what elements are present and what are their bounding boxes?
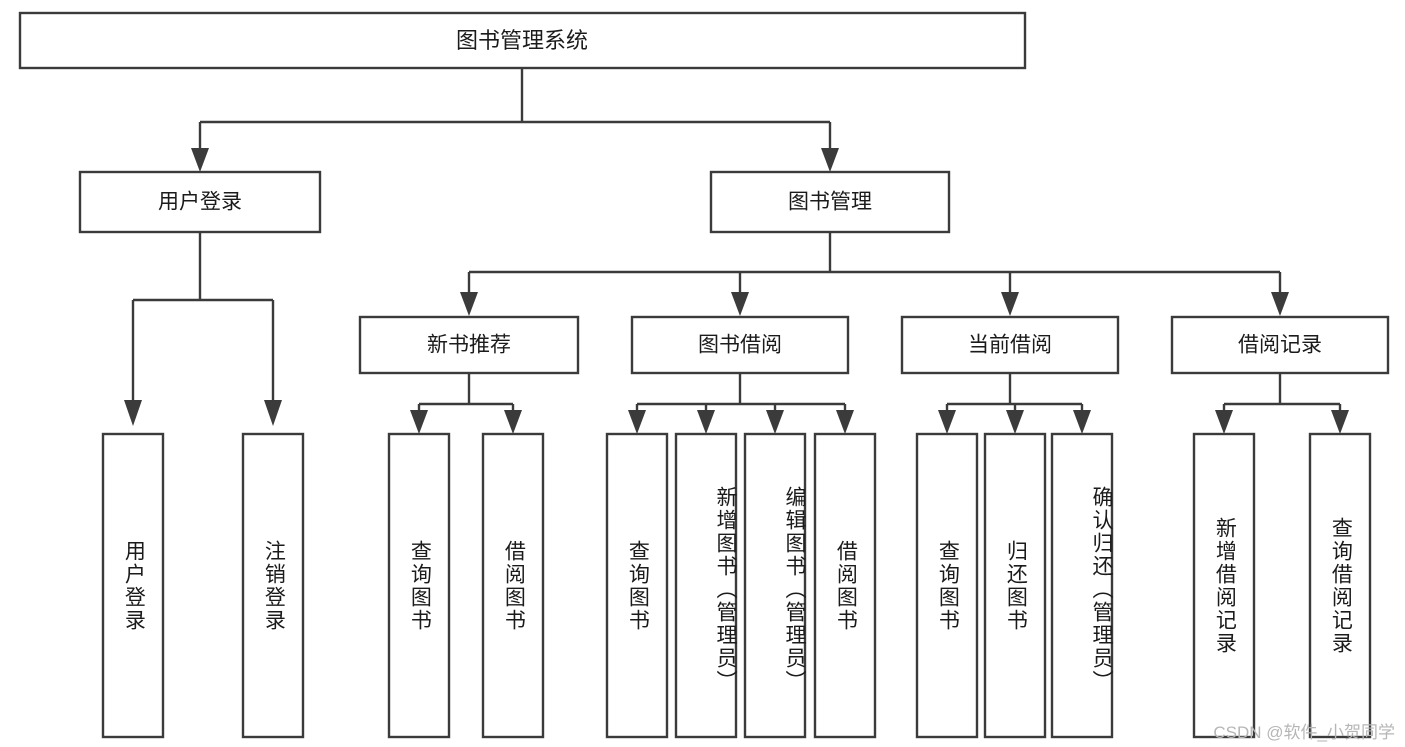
arrowhead-book-borrow [731, 292, 749, 316]
node-leaf-bb-query-book-box[interactable] [605, 432, 669, 739]
arrowhead-current-borrow [1001, 292, 1019, 316]
node-leaf-cb-query-book-box[interactable] [915, 432, 979, 739]
node-leaf-cb-confirm-return-box[interactable] [1050, 432, 1114, 739]
node-leaf-cb-return-book-box[interactable] [983, 432, 1047, 739]
arrowhead-bookborrow-leaf-4 [836, 410, 854, 434]
connector-layer [124, 68, 1349, 434]
arrowhead-borrowrecord-leaf-2 [1331, 410, 1349, 434]
arrowhead-currentborrow-leaf-2 [1006, 410, 1024, 434]
node-leaf-br-query-record-box[interactable] [1308, 432, 1372, 739]
node-borrow-record-label: 借阅记录 [1238, 334, 1322, 357]
arrowhead-borrow-record [1271, 292, 1289, 316]
node-leaf-nb-query-book-box[interactable] [387, 432, 451, 739]
node-current-borrow-label: 当前借阅 [968, 334, 1052, 357]
node-leaf-bb-borrow-book-box[interactable] [813, 432, 877, 739]
node-root-box[interactable] [18, 11, 1027, 70]
arrowhead-currentborrow-leaf-3 [1073, 410, 1091, 434]
node-layer: 图书管理系统 用户登录 图书管理 新书推荐 图书借阅 当前借阅 借阅记录 [18, 11, 1390, 739]
node-book-manage-box[interactable] [709, 170, 951, 234]
node-new-book-recommend-label: 新书推荐 [427, 334, 511, 357]
arrowhead-leaf-user-login [124, 400, 142, 426]
node-borrow-record-box[interactable] [1170, 315, 1390, 375]
arrowhead-newbook-leaf-1 [410, 410, 428, 434]
arrowhead-user-login [191, 148, 209, 172]
node-leaf-br-add-record-box[interactable] [1192, 432, 1256, 739]
node-leaf-nb-borrow-book-box[interactable] [481, 432, 545, 739]
node-book-borrow-box[interactable] [630, 315, 850, 375]
node-user-login-box[interactable] [78, 170, 322, 234]
node-user-login-label: 用户登录 [158, 191, 242, 214]
arrowhead-leaf-logout [264, 400, 282, 426]
arrowhead-newbook-leaf-2 [504, 410, 522, 434]
node-leaf-bb-edit-book-box[interactable] [743, 432, 807, 739]
watermark-text: CSDN @软件_小贺同学 [1213, 723, 1395, 742]
node-leaf-user-login-box[interactable] [101, 432, 165, 739]
arrowhead-currentborrow-leaf-1 [938, 410, 956, 434]
node-root-label: 图书管理系统 [456, 28, 588, 53]
node-current-borrow-box[interactable] [900, 315, 1120, 375]
node-new-book-recommend-box[interactable] [358, 315, 580, 375]
node-book-borrow-label: 图书借阅 [698, 334, 782, 357]
node-book-manage-label: 图书管理 [788, 191, 872, 214]
arrowhead-bookborrow-leaf-1 [628, 410, 646, 434]
node-leaf-logout-box[interactable] [241, 432, 305, 739]
arrowhead-bookborrow-leaf-2 [697, 410, 715, 434]
node-leaf-bb-add-book-box[interactable] [674, 432, 738, 739]
arrowhead-new-book [460, 292, 478, 316]
arrowhead-book-manage [821, 148, 839, 172]
arrowhead-borrowrecord-leaf-1 [1215, 410, 1233, 434]
arrowhead-bookborrow-leaf-3 [766, 410, 784, 434]
